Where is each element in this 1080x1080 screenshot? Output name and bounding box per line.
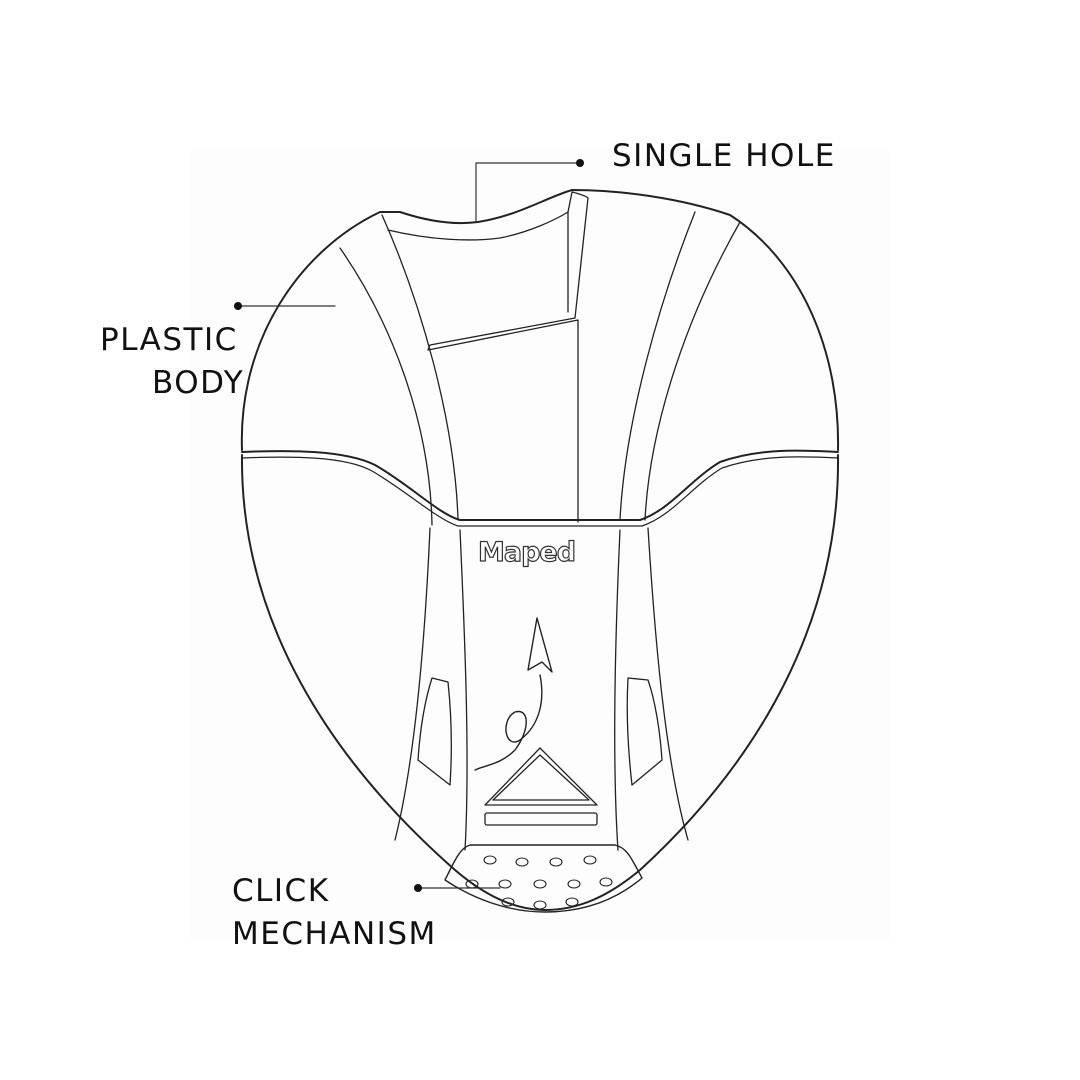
right-band-inner — [619, 211, 696, 521]
left-band-inner — [381, 214, 459, 521]
lower-right-band — [647, 527, 689, 841]
eject-triangle-icon — [484, 747, 598, 806]
label-click-line2: MECHANISM — [232, 916, 437, 952]
body-seam-inner — [241, 456, 839, 527]
label-plastic-body-line2: BODY — [152, 365, 245, 401]
lower-left-band-2 — [459, 529, 468, 851]
left-grip-slot — [417, 677, 452, 786]
pencil-arrow-icon — [474, 617, 553, 771]
brand-logo: Maped — [477, 536, 576, 568]
eject-bar-icon — [484, 812, 598, 826]
right-grip-slot — [626, 677, 663, 786]
label-plastic-body-line1: PLASTIC — [100, 322, 238, 358]
label-single-hole: SINGLE HOLE — [612, 138, 836, 174]
click-mechanism-marker — [414, 884, 422, 892]
lower-right-band-2 — [614, 529, 621, 851]
label-click-line1: CLICK — [232, 873, 330, 909]
sharpener-top-outline — [240, 189, 840, 451]
sharpener-bottom-outline — [240, 454, 840, 911]
hole-opening — [387, 191, 589, 523]
click-button — [444, 844, 643, 913]
single-hole-marker — [576, 159, 584, 167]
right-band-outer — [644, 221, 741, 521]
background-panel — [190, 150, 890, 940]
lower-left-band — [394, 527, 431, 841]
body-seam — [241, 449, 839, 521]
click-dots — [465, 855, 613, 910]
leader-lines — [237, 162, 579, 889]
plastic-body-marker — [234, 302, 242, 310]
left-band-outer — [339, 247, 433, 526]
